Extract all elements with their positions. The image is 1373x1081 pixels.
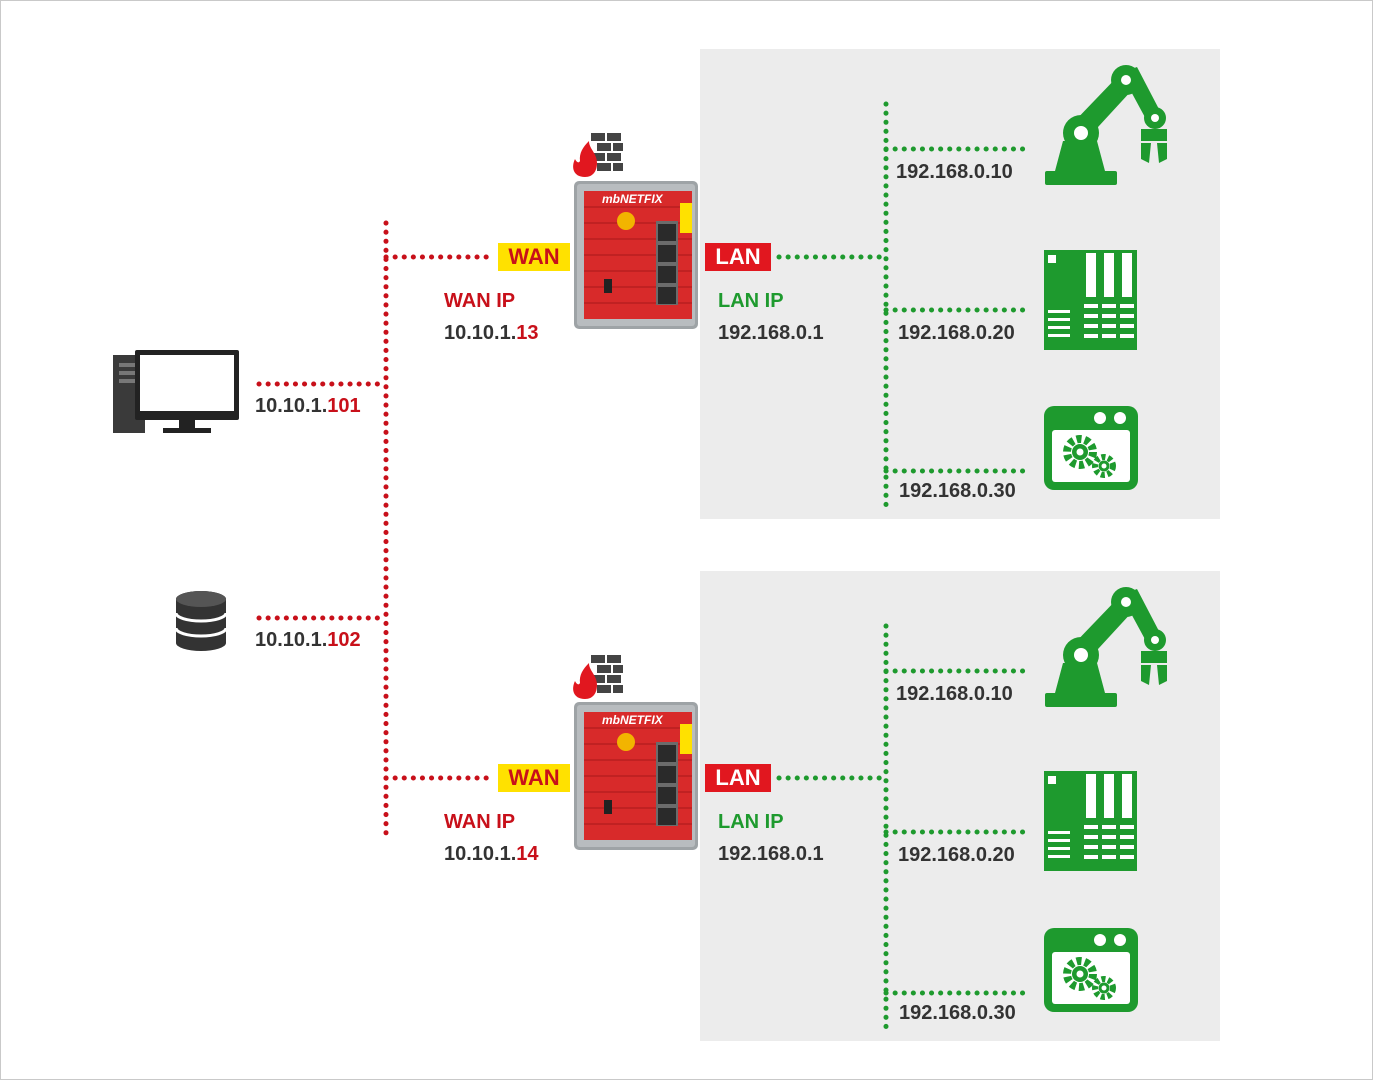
- lan-ip-label-1: LAN IP: [718, 290, 784, 312]
- mbnetfix-router-1: mbNETFIX: [574, 181, 698, 329]
- wan-tag-1: WAN: [498, 243, 570, 271]
- device-ip-2-3: 192.168.0.30: [899, 1002, 1016, 1024]
- device-ip-1-1: 192.168.0.10: [896, 161, 1013, 183]
- wan-ip-label-2: WAN IP: [444, 811, 516, 833]
- mbnetfix-router-2: mbNETFIX: [574, 702, 698, 850]
- robot-arm-icon: [1041, 585, 1176, 709]
- lan-ip-label-2: LAN IP: [718, 811, 784, 833]
- wan-tag-2: WAN: [498, 764, 570, 792]
- client-ip-1: 10.10.1.101: [255, 395, 361, 417]
- robot-arm-icon: [1041, 63, 1176, 187]
- wan-lines: [256, 220, 498, 836]
- lan-tag-1: LAN: [705, 243, 771, 271]
- lan-tag-2: LAN: [705, 764, 771, 792]
- wan-ip-2: 10.10.1.14: [444, 843, 539, 865]
- lan-ip-2: 192.168.0.1: [718, 843, 824, 865]
- database-icon: [174, 589, 228, 651]
- application-gears-icon: [1042, 404, 1140, 492]
- client-ip-2: 10.10.1.102: [255, 629, 361, 651]
- router-brand-2: mbNETFIX: [602, 713, 663, 727]
- desktop-computer-icon: [111, 347, 241, 435]
- router-brand-1: mbNETFIX: [602, 192, 663, 206]
- application-gears-icon: [1042, 926, 1140, 1014]
- device-ip-2-2: 192.168.0.20: [898, 844, 1015, 866]
- wan-ip-1: 10.10.1.13: [444, 322, 539, 344]
- firewall-icon: [569, 129, 625, 179]
- firewall-icon: [569, 651, 625, 701]
- lan-lines: [776, 101, 1032, 1031]
- device-ip-1-2: 192.168.0.20: [898, 322, 1015, 344]
- lan-ip-1: 192.168.0.1: [718, 322, 824, 344]
- wan-ip-label-1: WAN IP: [444, 290, 516, 312]
- device-ip-1-3: 192.168.0.30: [899, 480, 1016, 502]
- plc-icon: [1044, 250, 1137, 350]
- plc-icon: [1044, 771, 1137, 871]
- device-ip-2-1: 192.168.0.10: [896, 683, 1013, 705]
